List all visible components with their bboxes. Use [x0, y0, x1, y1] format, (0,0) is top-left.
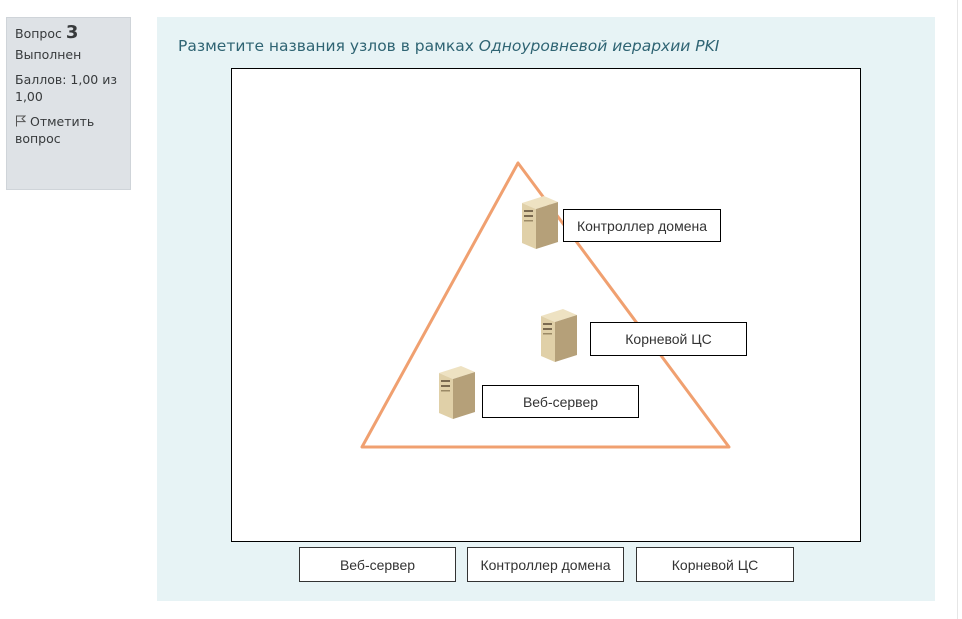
question-text: Разметите названия узлов в рамках Одноур…: [178, 37, 720, 55]
drag-item-root-ca[interactable]: Корневой ЦС: [636, 547, 794, 582]
question-state: Выполнен: [15, 47, 82, 62]
drag-item-domain-controller[interactable]: Контроллер домена: [467, 547, 624, 582]
flag-icon: [16, 115, 27, 127]
drag-item-web-server[interactable]: Веб-сервер: [299, 547, 456, 582]
scrollbar[interactable]: [957, 0, 958, 619]
question-grade: Баллов: 1,00 из 1,00: [15, 72, 117, 104]
server-icon: [522, 196, 558, 249]
server-icon: [541, 309, 577, 362]
question-content: Разметите названия узлов в рамках Одноур…: [157, 17, 935, 601]
question-number: Вопрос 3: [15, 22, 79, 43]
pki-triangle-diagram: [360, 161, 731, 449]
drop-zone-background: Контроллер домена Корневой ЦС Веб-сервер: [231, 68, 861, 542]
hierarchy-triangle: [360, 161, 731, 449]
flag-question-link[interactable]: Отметить вопрос: [15, 114, 95, 146]
placed-label-domain-controller[interactable]: Контроллер домена: [563, 209, 721, 242]
server-icon: [439, 366, 475, 419]
placed-label-root-ca[interactable]: Корневой ЦС: [590, 322, 747, 356]
placed-label-web-server[interactable]: Веб-сервер: [482, 385, 639, 418]
question-info-panel: Вопрос 3 Выполнен Баллов: 1,00 из 1,00 О…: [6, 17, 131, 190]
